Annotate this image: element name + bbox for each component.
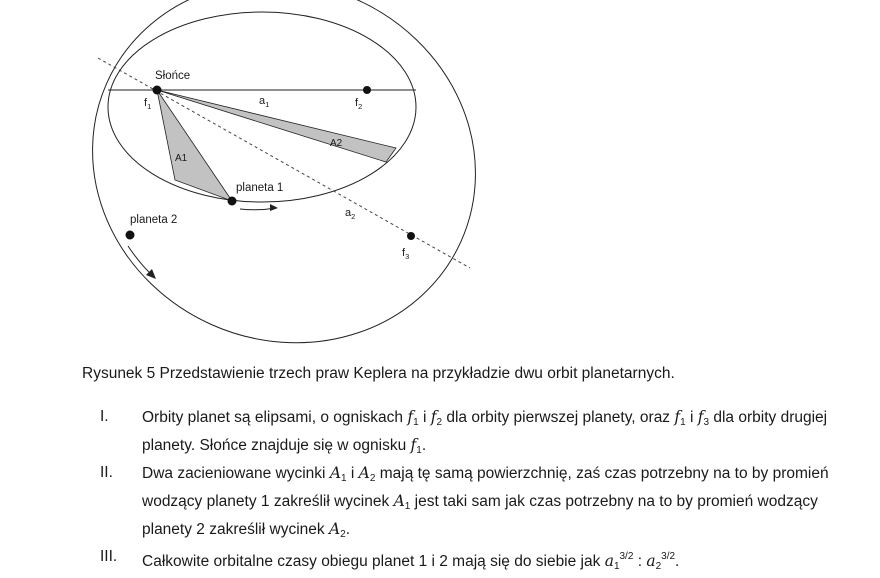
planet-1-arrow-head [270,204,278,211]
label-f2: f2 [355,97,362,111]
figure-caption: Rysunek 5 Przedstawienie trzech praw Kep… [82,365,675,382]
label-A2: A2 [330,138,343,149]
law-number: III. [100,548,118,565]
kepler-laws-list: I. Orbity planet są elipsami, o ogniskac… [100,406,830,578]
label-sun: Słońce [155,70,190,82]
label-f1: f1 [144,97,151,111]
planet-1-point [227,196,237,206]
label-a1: a1 [259,95,269,109]
label-A1: A1 [175,153,188,164]
label-planet-1: planeta 1 [236,182,283,194]
planet-2-arrow-head [146,269,156,279]
planet-2-motion-arrow [127,245,154,277]
law-2: II. Dwa zacieniowane wycinki A1 i A2 maj… [100,464,829,540]
label-planet-2: planeta 2 [130,214,177,226]
sun-point [152,85,162,95]
sector-A2 [156,89,397,163]
f2-point [363,86,371,94]
law-number: II. [100,464,113,481]
law-3: III. Całkowite orbitalne czasy obiegu pl… [100,548,680,572]
label-f3: f3 [402,247,409,261]
planet-2-point [125,230,135,240]
major-axis-2 [97,57,471,269]
orbit-1 [107,11,417,203]
law-number: I. [100,408,109,425]
f3-point [407,232,415,240]
kepler-orbits-figure: Słońce f1 a1 f2 A2 A1 planeta 1 a2 plane… [92,0,476,344]
law-1: I. Orbity planet są elipsami, o ogniskac… [100,408,828,456]
label-a2: a2 [345,207,355,221]
orbit-2 [92,0,476,344]
sector-A1 [156,89,234,202]
